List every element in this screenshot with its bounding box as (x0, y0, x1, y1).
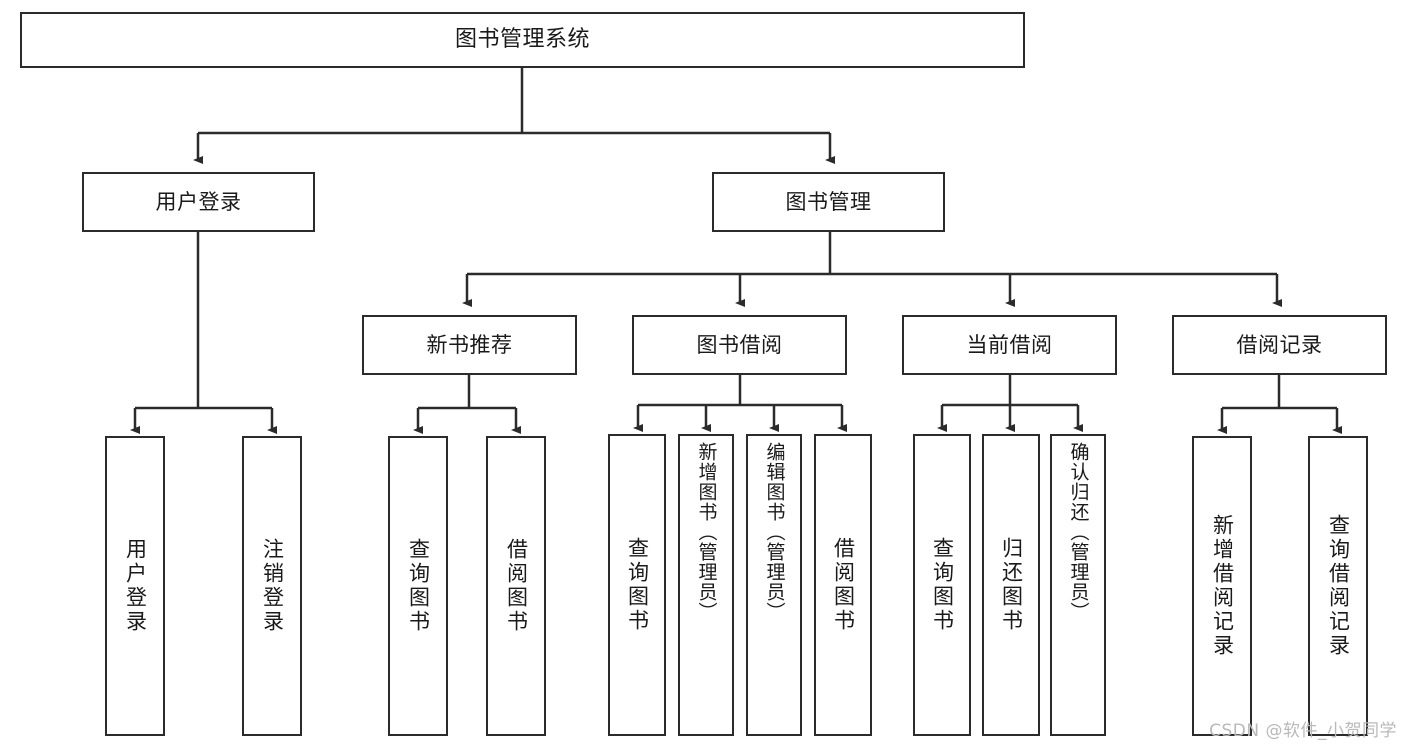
leaf-query-borrow-record[interactable]: 查询借阅记录 (1308, 436, 1368, 736)
node-label: 编辑图书（管理员） (763, 442, 786, 622)
node-root[interactable]: 图书管理系统 (20, 12, 1025, 68)
node-label: 归还图书 (999, 537, 1024, 633)
node-new-book-recommend[interactable]: 新书推荐 (362, 315, 577, 375)
node-label: 确认归还（管理员） (1067, 442, 1090, 622)
node-label: 当前借阅 (966, 332, 1053, 357)
leaf-borrow-book-recommend[interactable]: 借阅图书 (486, 436, 546, 736)
leaf-confirm-return-admin[interactable]: 确认归还（管理员） (1050, 434, 1106, 736)
leaf-add-book-admin[interactable]: 新增图书（管理员） (678, 434, 734, 736)
node-label: 图书管理系统 (454, 27, 590, 53)
node-user-login[interactable]: 用户登录 (82, 172, 315, 232)
node-current-borrow[interactable]: 当前借阅 (902, 315, 1117, 375)
leaf-borrow-book[interactable]: 借阅图书 (814, 434, 872, 736)
node-label: 新增图书（管理员） (695, 442, 718, 622)
csdn-watermark: CSDN @软件_小贺同学 (1209, 721, 1397, 741)
node-label: 新增借阅记录 (1210, 514, 1235, 658)
node-label: 图书管理 (785, 189, 872, 214)
node-label: 借阅图书 (831, 537, 856, 633)
node-book-management[interactable]: 图书管理 (712, 172, 945, 232)
node-book-borrow[interactable]: 图书借阅 (632, 315, 847, 375)
leaf-query-book-current[interactable]: 查询图书 (913, 434, 971, 736)
node-label: 图书借阅 (696, 332, 783, 357)
node-label: 查询借阅记录 (1326, 514, 1351, 658)
node-label: 查询图书 (930, 537, 955, 633)
node-label: 查询图书 (406, 538, 431, 634)
node-borrow-record[interactable]: 借阅记录 (1172, 315, 1387, 375)
leaf-logout[interactable]: 注销登录 (242, 436, 302, 736)
node-label: 注销登录 (260, 538, 285, 634)
node-label: 用户登录 (155, 189, 242, 214)
leaf-edit-book-admin[interactable]: 编辑图书（管理员） (746, 434, 802, 736)
node-label: 用户登录 (123, 538, 148, 634)
leaf-return-book[interactable]: 归还图书 (982, 434, 1040, 736)
node-label: 新书推荐 (426, 332, 513, 357)
node-label: 借阅图书 (504, 538, 529, 634)
node-label: 借阅记录 (1236, 332, 1323, 357)
leaf-add-borrow-record[interactable]: 新增借阅记录 (1192, 436, 1252, 736)
leaf-user-login[interactable]: 用户登录 (105, 436, 165, 736)
leaf-query-book-borrow[interactable]: 查询图书 (608, 434, 666, 736)
node-label: 查询图书 (625, 537, 650, 633)
leaf-query-book-recommend[interactable]: 查询图书 (388, 436, 448, 736)
